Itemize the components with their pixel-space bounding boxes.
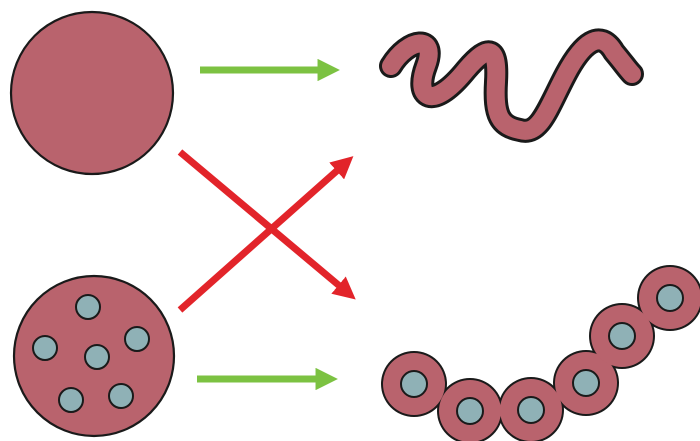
arrow-plain-sphere-to-beaded-chain	[180, 152, 342, 288]
particle	[109, 384, 133, 408]
sphere-with-particles	[14, 276, 174, 436]
arrow-particle-sphere-to-plain-chain	[180, 168, 340, 310]
beaded-chain-with-particles	[381, 265, 700, 441]
plain-sphere	[11, 12, 173, 174]
particle	[518, 397, 544, 423]
arrows	[180, 70, 342, 379]
particle	[85, 345, 109, 369]
particle	[457, 398, 483, 424]
particle	[609, 323, 635, 349]
particle	[125, 327, 149, 351]
plain-wavy-chain	[391, 40, 632, 130]
particle	[59, 388, 83, 412]
particle	[76, 295, 100, 319]
particle	[657, 285, 683, 311]
particle	[401, 371, 427, 397]
particle	[573, 370, 599, 396]
particle	[33, 336, 57, 360]
